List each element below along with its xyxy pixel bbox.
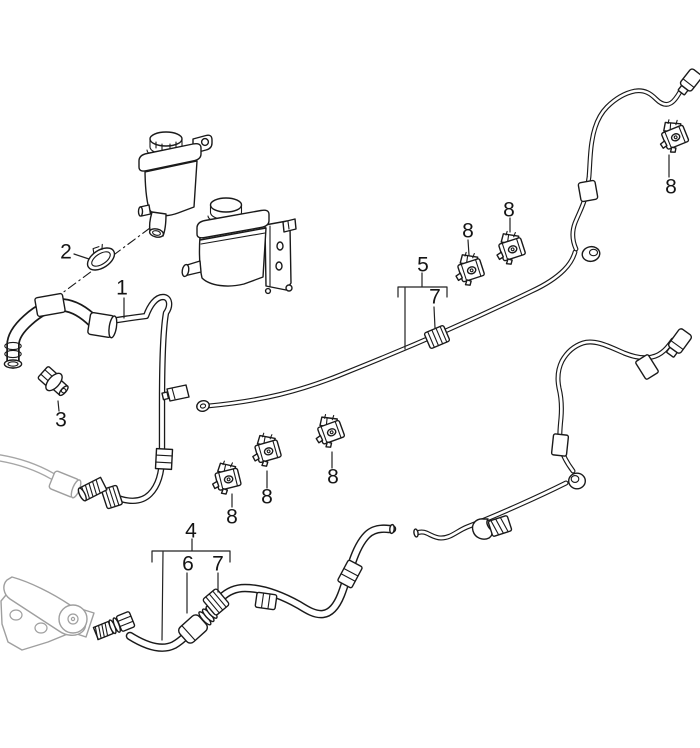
retaining-clip-8-a	[211, 459, 243, 496]
callout-1: 1	[116, 276, 128, 300]
suction-hose-1	[3, 292, 190, 510]
callout-8-clip-topright: 8	[665, 175, 677, 199]
callout-8-clip-b: 8	[261, 485, 273, 509]
callout-7-lower: 7	[212, 552, 224, 576]
callout-8-clip-right: 8	[503, 198, 515, 222]
callout-8-clip-c: 8	[327, 465, 339, 489]
callout-8-clip-a: 8	[226, 505, 238, 529]
pipe-assembly-5	[196, 68, 700, 412]
retaining-clip-8-c	[312, 411, 347, 450]
retaining-clip-8-left	[453, 250, 487, 288]
callout-5: 5	[417, 253, 429, 277]
threaded-fitting	[77, 476, 108, 502]
reservoir-main	[137, 131, 213, 238]
coupling-nut-7-lower	[202, 588, 230, 616]
pipe-clamp-bottomright	[471, 515, 513, 540]
retaining-clip-8-topright	[655, 116, 692, 156]
ghost-pump	[0, 576, 95, 651]
pump-stud	[92, 611, 136, 641]
retaining-clips-8	[211, 116, 692, 496]
ghost-hose	[0, 454, 82, 499]
hose-fitting-6	[178, 605, 218, 644]
coupling-nut-7-mid	[423, 324, 451, 350]
pressure-hose-4	[92, 523, 397, 652]
callout-4: 4	[185, 519, 197, 543]
pipe-connector-topright	[677, 68, 700, 96]
reservoir-aux	[181, 197, 297, 295]
retaining-clip-8-b	[250, 431, 283, 468]
callout-2: 2	[60, 240, 72, 264]
union-fitting-3	[37, 366, 69, 397]
callout-3: 3	[55, 408, 67, 432]
callout-leaders	[57, 154, 670, 641]
callout-8-clip-left: 8	[462, 219, 474, 243]
callout-6: 6	[182, 552, 194, 576]
return-pipe-right	[413, 328, 693, 541]
pipe-connector-bottomright	[666, 328, 693, 358]
retaining-clip-8-right	[494, 229, 528, 267]
hose-clamp-2	[86, 243, 116, 271]
hose-end-nut	[101, 484, 123, 510]
callout-7-mid: 7	[429, 285, 441, 309]
